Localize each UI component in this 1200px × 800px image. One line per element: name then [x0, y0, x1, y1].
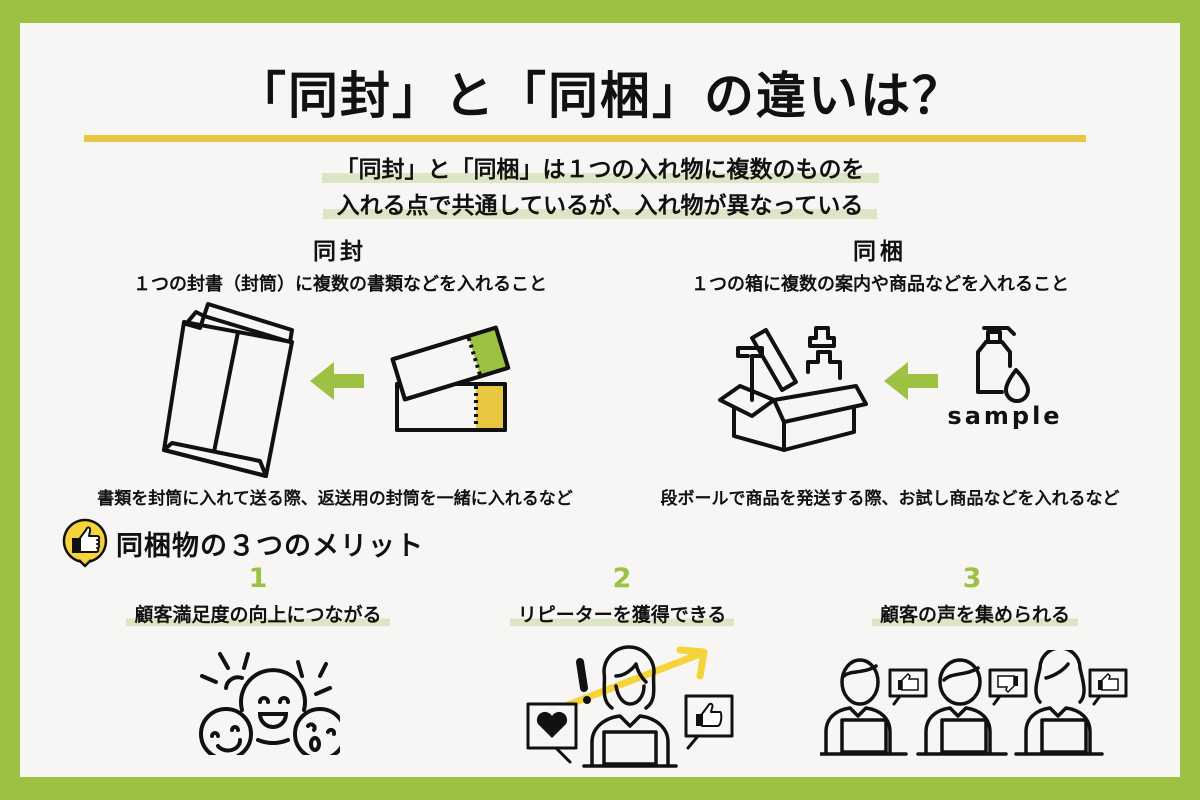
- happy-faces-icon: [199, 652, 340, 755]
- lead-text-2: 入れる点で共通しているが、入れ物が異なっている: [322, 193, 878, 219]
- page-title: 「同封」と「同梱」の違いは？: [236, 67, 964, 125]
- merit-1-label: 顧客満足度の向上につながる: [126, 604, 390, 626]
- arrow-left-icon: [310, 362, 364, 400]
- arrow-left-icon: [884, 362, 938, 400]
- section-doukon-title: 同梱: [853, 239, 907, 265]
- sample-label: sample: [947, 402, 1063, 430]
- documents-icon: [390, 325, 511, 432]
- lead-text-1: 「同封」と「同梱」は１つの入れ物に複数のものを: [321, 157, 879, 183]
- title-underline: [84, 135, 1086, 142]
- customers-feedback-icon: [820, 650, 1128, 756]
- merit-3-text: 顧客の声を集められる: [830, 600, 1120, 627]
- merit-3-number: 3: [962, 563, 982, 594]
- lead-line-1: 「同封」と「同梱」は１つの入れ物に複数のものを: [0, 150, 1200, 184]
- lead-line-2: 入れる点で共通しているが、入れ物が異なっている: [0, 186, 1200, 220]
- merit-2-text: リピーターを獲得できる: [462, 600, 782, 627]
- person-laptop-growth-icon: [526, 645, 734, 768]
- section-doufuu-example: 書類を封筒に入れて送る際、返送用の封筒を一緒に入れるなど: [97, 489, 573, 509]
- merit-2-number: 2: [612, 563, 632, 594]
- section-doukon-example: 段ボールで商品を発送する際、お試し商品などを入れるなど: [660, 489, 1120, 509]
- merit-1-number: 1: [248, 563, 268, 594]
- open-box-icon: [718, 326, 868, 452]
- merits-heading: 同梱物の３つのメリット: [62, 518, 424, 568]
- section-doufuu-title: 同封: [313, 239, 367, 265]
- pump-bottle-icon: [976, 326, 1030, 403]
- thumbs-up-badge-icon: [62, 518, 108, 568]
- merits-heading-label: 同梱物の３つのメリット: [116, 530, 424, 562]
- merit-1-text: 顧客満足度の向上につながる: [88, 600, 428, 627]
- section-doukon-subtitle: １つの箱に複数の案内や商品などを入れること: [691, 274, 1069, 295]
- envelope-icon: [162, 302, 294, 478]
- merit-2-label: リピーターを獲得できる: [509, 604, 735, 626]
- section-doufuu-subtitle: １つの封書（封筒）に複数の書類などを入れること: [133, 274, 547, 295]
- merit-3-label: 顧客の声を集められる: [871, 604, 1078, 626]
- infographic-panel: [20, 23, 1180, 777]
